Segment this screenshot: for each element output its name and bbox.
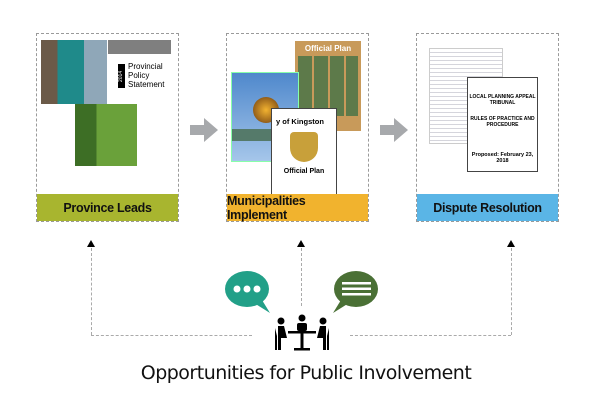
- stage-province-leads: 2014 Provincial Policy Statement Provinc…: [36, 33, 179, 222]
- lpat-rules: RULES OF PRACTICE AND PROCEDURE: [470, 116, 535, 128]
- kingston-subtitle: Official Plan: [283, 168, 325, 175]
- arrow-right-icon: [190, 118, 218, 142]
- connector-line: [91, 248, 92, 335]
- official-plan-banner: Official Plan: [304, 44, 352, 53]
- lpat-date: Proposed: February 23, 2018: [471, 152, 534, 164]
- arrow-right-icon: [380, 118, 408, 142]
- stage-dispute-resolution: LOCAL PLANNING APPEAL TRIBUNAL RULES OF …: [416, 33, 559, 222]
- stage-label: Province Leads: [37, 194, 178, 221]
- connector-line: [350, 335, 511, 336]
- connector-line: [301, 248, 302, 306]
- pps-title: Provincial Policy Statement: [128, 62, 165, 89]
- arrowhead-up-icon: [507, 240, 515, 247]
- lpat-title: LOCAL PLANNING APPEAL TRIBUNAL: [469, 94, 536, 106]
- connector-line: [511, 248, 512, 335]
- meeting-people-icon: [275, 314, 329, 351]
- greenbelt-cover: [75, 104, 137, 166]
- growth-plan-cover: [41, 40, 107, 104]
- lpat-rules-cover: LOCAL PLANNING APPEAL TRIBUNAL RULES OF …: [467, 77, 538, 172]
- stage-label: Dispute Resolution: [417, 194, 558, 221]
- comment-dots-icon: [225, 271, 270, 313]
- stage-municipalities-implement: Official Plan y of Kingston Official Pla…: [226, 33, 369, 222]
- comment-lines-icon: [333, 271, 378, 313]
- stage-label: Municipalities Implement: [227, 194, 368, 222]
- arrowhead-up-icon: [87, 240, 95, 247]
- connector-line: [91, 335, 252, 336]
- pps-year: 2014: [118, 64, 125, 88]
- arrowhead-up-icon: [297, 240, 305, 247]
- pps-cover: 2014 Provincial Policy Statement: [107, 40, 172, 104]
- kingston-plan-cover: y of Kingston Official Plan: [271, 108, 337, 202]
- kingston-title: y of Kingston: [276, 117, 324, 126]
- caption: Opportunities for Public Involvement: [140, 362, 472, 384]
